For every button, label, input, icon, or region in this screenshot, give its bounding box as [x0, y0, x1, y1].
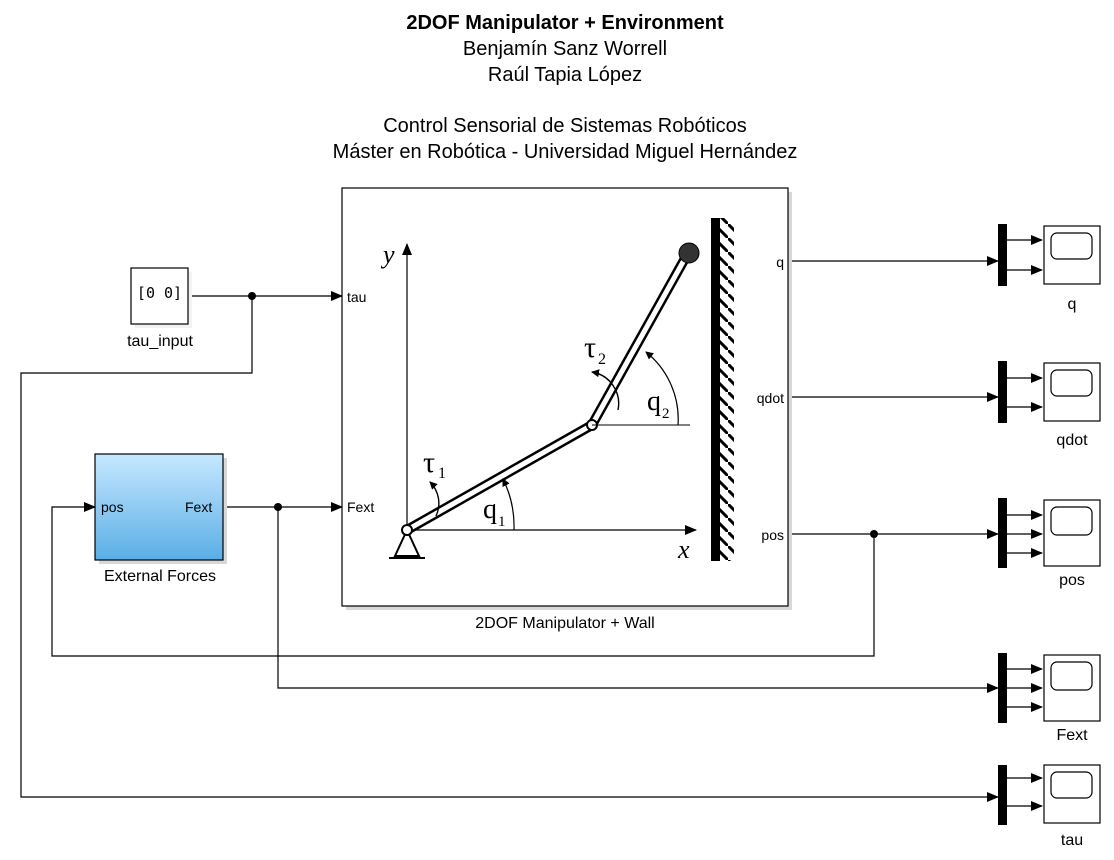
model-title: 2DOF Manipulator + Environment [406, 12, 724, 34]
scope-pos-label: pos [1059, 572, 1085, 589]
base-support-icon [393, 527, 421, 557]
q2-angle-arc [645, 351, 679, 426]
branch-point-fext [274, 503, 282, 511]
joint-1 [401, 524, 413, 536]
tau2-label: τ [584, 331, 596, 364]
course-name: Control Sensorial de Sistemas Robóticos [383, 115, 747, 137]
manipulator-in-port-tau: tau [347, 289, 367, 305]
scope-screen-icon [1050, 506, 1093, 536]
signal-lines [20, 256, 999, 802]
scope-q[interactable] [1043, 225, 1101, 285]
manipulator-out-port-qdot: qdot [756, 390, 784, 406]
scope-tau-label: tau [1060, 832, 1084, 849]
scope-screen-icon [1050, 232, 1093, 260]
mux-pos[interactable] [998, 498, 1007, 568]
q1-sub: 1 [498, 514, 506, 530]
figure-labels: y x τ 1 τ 2 q 1 q 2 [380, 240, 690, 564]
external-forces-block[interactable] [94, 453, 227, 564]
external-forces-label: External Forces [103, 568, 217, 585]
line-pos-feedback[interactable] [51, 502, 875, 657]
tau-input-value: [0 0] [136, 284, 183, 302]
scope-pos[interactable] [1043, 499, 1101, 567]
branch-points [248, 292, 878, 538]
author-1: Benjamín Sanz Worrell [462, 38, 668, 60]
manipulator-out-port-q: q [776, 254, 784, 270]
external-forces-in-port: pos [101, 499, 124, 515]
tau2-torque-arc [591, 369, 620, 411]
q2-label: q [647, 386, 661, 417]
scope-fext[interactable] [1043, 654, 1101, 722]
line-tau-to-scope[interactable] [20, 296, 999, 802]
q2-sub: 2 [662, 406, 670, 422]
mux-q[interactable] [998, 224, 1007, 286]
tau-input-label: tau_input [127, 333, 193, 350]
tau1-sub: 1 [438, 465, 446, 482]
tau-input-block[interactable] [130, 267, 192, 328]
scope-screen-icon [1050, 771, 1093, 799]
branch-point-pos [870, 530, 878, 538]
manipulator-out-port-pos: pos [761, 527, 784, 543]
tau1-label: τ [423, 446, 435, 479]
mux-to-scope-arrows [1007, 235, 1043, 811]
mux-fext[interactable] [998, 653, 1007, 723]
scope-qdot[interactable] [1043, 362, 1101, 422]
manipulator-figure [389, 218, 734, 561]
q1-angle-arc [502, 478, 515, 531]
tau2-sub: 2 [598, 351, 606, 368]
manipulator-label: 2DOF Manipulator + Wall [475, 615, 655, 632]
program-name: Máster en Robótica - Universidad Miguel … [332, 141, 798, 163]
scope-screen-icon [1050, 369, 1093, 397]
scope-screen-icon [1050, 661, 1093, 691]
scope-tau[interactable] [1043, 764, 1101, 824]
mux-qdot[interactable] [998, 361, 1007, 423]
wall [711, 218, 720, 561]
y-axis-label: y [380, 240, 395, 269]
mux-tau[interactable] [998, 765, 1007, 825]
tau1-torque-arc [429, 481, 440, 517]
external-forces-out-port: Fext [185, 499, 213, 515]
branch-point-tau [248, 292, 256, 300]
end-effector [678, 242, 700, 264]
wall-hatching [720, 218, 734, 561]
x-axis-label: x [677, 535, 690, 564]
author-2: Raúl Tapia López [487, 64, 643, 86]
scope-qdot-label: qdot [1056, 432, 1088, 449]
q1-label: q [483, 494, 497, 525]
scope-fext-label: Fext [1056, 727, 1088, 744]
scope-q-label: q [1067, 296, 1077, 313]
manipulator-in-port-fext: Fext [347, 499, 375, 515]
line-fext-to-scope[interactable] [277, 507, 999, 693]
